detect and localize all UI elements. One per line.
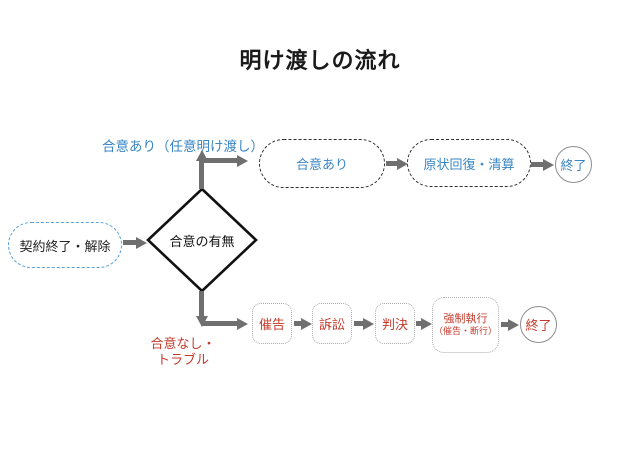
arrow-judgment-to-execution: [416, 321, 421, 326]
no-branch-label: 合意なし・ トラブル: [141, 336, 225, 367]
node-agreement: 合意あり: [259, 139, 385, 188]
yes-branch-label: 合意あり（任意明け渡し）: [102, 139, 264, 154]
arrow-execution-to-end: [501, 322, 508, 327]
page-title: 明け渡しの流れ: [239, 48, 401, 73]
node-lawsuit: 訴訟: [312, 303, 352, 344]
arrow-lawsuit-to-judgment: [354, 321, 363, 326]
node-demand: 催告: [252, 303, 292, 344]
no-branch-label-line1: 合意なし・: [150, 336, 216, 351]
node-demand-label: 催告: [258, 317, 285, 332]
end-node-top-label: 終了: [560, 158, 587, 173]
end-node-top: 終了: [555, 146, 592, 183]
start-node: 契約終了・解除: [8, 222, 122, 268]
arrow-decision-up: [199, 161, 204, 189]
end-node-bottom-label: 終了: [525, 318, 552, 333]
no-branch-label-line2: トラブル: [156, 351, 209, 367]
arrow-restoration-to-end: [531, 162, 543, 167]
arrow-start-to-decision: [123, 240, 136, 245]
node-lawsuit-label: 訴訟: [318, 317, 345, 332]
start-node-label: 契約終了・解除: [19, 238, 111, 254]
node-compulsory-execution-line2: （催告・断行）: [433, 326, 497, 337]
arrow-agreement-to-restoration: [386, 161, 397, 166]
node-compulsory-execution-line1: 強制執行: [443, 312, 488, 325]
node-judgment: 判決: [375, 303, 415, 344]
end-node-bottom: 終了: [520, 306, 557, 343]
node-compulsory-execution: 強制執行 （催告・断行）: [432, 297, 499, 353]
node-restoration-settlement: 原状回復・清算: [407, 139, 531, 187]
node-restoration-settlement-label: 原状回復・清算: [423, 156, 515, 172]
decision-node-label: 合意の有無: [169, 233, 235, 249]
arrow-demand-to-lawsuit: [294, 321, 301, 326]
arrow-decision-down: [199, 291, 204, 316]
node-judgment-label: 判決: [381, 317, 408, 332]
node-agreement-label: 合意あり: [295, 157, 348, 172]
arrow-down-to-demand: [201, 321, 237, 326]
arrow-up-to-agreement: [201, 158, 237, 163]
node-compulsory-execution-label: 強制執行 （催告・断行）: [434, 313, 497, 338]
